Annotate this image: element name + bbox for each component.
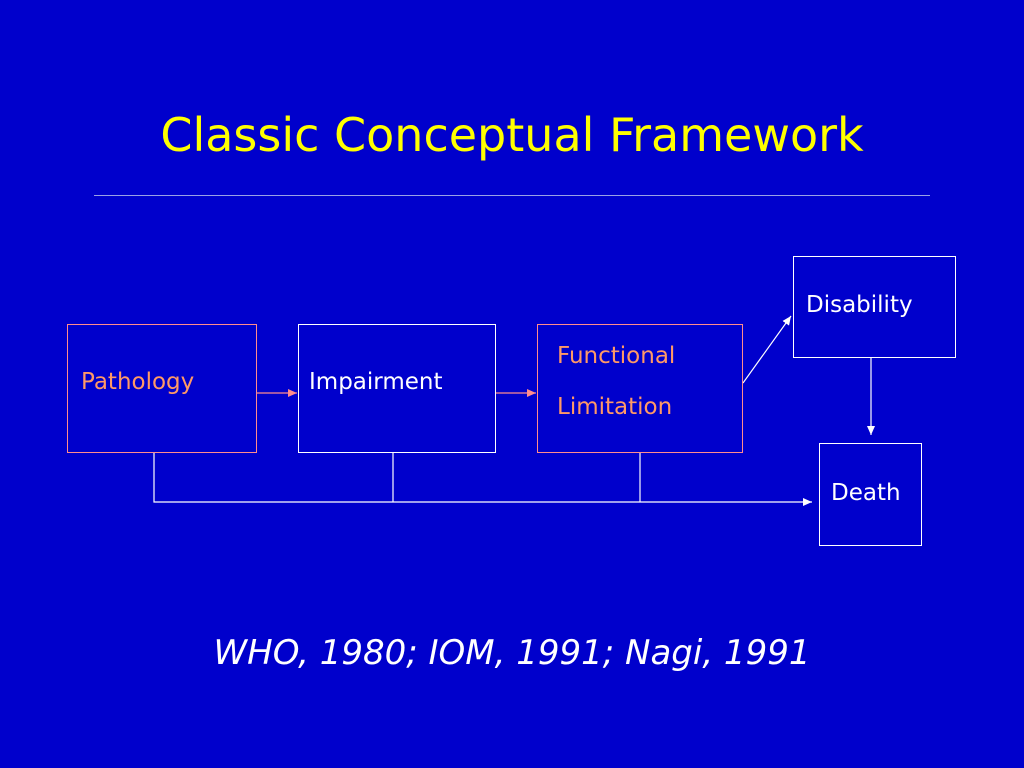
disability-box (793, 256, 956, 358)
impairment-label: Impairment (309, 369, 443, 395)
connector-bottom-to-death (153, 452, 812, 506)
pathology-label: Pathology (81, 369, 195, 395)
death-label: Death (831, 480, 901, 506)
slide-title: Classic Conceptual Framework (160, 108, 864, 162)
functional-limitation-box (537, 324, 743, 453)
pathology-box (67, 324, 257, 453)
death-box (819, 443, 922, 546)
disability-label: Disability (806, 292, 913, 318)
title-divider (94, 195, 930, 196)
functional-limitation-label-line2: Limitation (557, 394, 673, 420)
citation: WHO, 1980; IOM, 1991; Nagi, 1991 (213, 633, 811, 673)
impairment-box (298, 324, 496, 453)
arrow-functional-limitation-to-disability (742, 315, 792, 384)
functional-limitation-label-line1: Functional (557, 343, 676, 369)
